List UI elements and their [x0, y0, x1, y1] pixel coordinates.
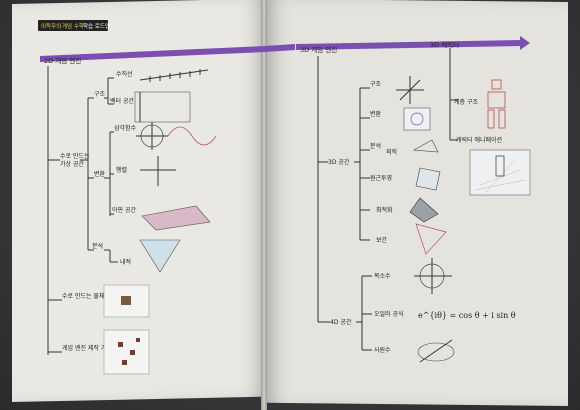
character-animation-illustration: [469, 149, 531, 196]
dot-product-illustration: [139, 239, 181, 273]
left-branch-structure: 구조: [94, 91, 106, 98]
left-group-main-1: 수로 만드는: [60, 152, 90, 160]
numberline-illustration: [139, 69, 209, 81]
interpolation-illustration: [415, 223, 447, 255]
left-node-engine: 게임 엔진 제작 기초: [62, 344, 112, 352]
right-branch-transform: 변환: [370, 110, 382, 118]
left-leaf-vectorspace: 벡터 공간: [110, 97, 134, 105]
header-badge-suffix: 학습 로드맵: [83, 22, 110, 30]
left-root-label: 2D 게임 엔진: [44, 56, 81, 65]
left-leaf-numberline: 수직선: [116, 70, 133, 78]
right-leaf-euler: 오일러 공식: [374, 310, 404, 318]
vectorspace-illustration: [134, 91, 191, 123]
right-leaf-clip: 보간: [376, 236, 388, 244]
left-branch-analysis: 분석: [92, 242, 103, 250]
right-leaf-opt: 최적화: [376, 206, 393, 214]
euler-formula: e^{iθ} = cos θ + i sin θ: [418, 311, 516, 320]
engine-grid-illustration: [103, 329, 150, 375]
header-badge-prefix: 이득우의: [41, 22, 61, 30]
right-char-skeleton: 계층 구조: [454, 98, 478, 106]
right-leaf-quat: 사원수: [374, 346, 391, 354]
affine-plane-illustration: [141, 205, 211, 231]
projection-illustration: [415, 167, 441, 191]
left-leaf-affine: 아핀 공간: [112, 206, 136, 214]
quaternion-illustration: [417, 342, 455, 362]
left-leaf-matrix: 행렬: [116, 166, 127, 174]
roadmap-arrow-right: [296, 40, 520, 50]
right-branch-analysis: 분석: [370, 142, 381, 150]
right-root-char-label: 3D 캐릭터: [430, 40, 459, 49]
roadmap-arrow-head: [520, 36, 530, 50]
left-leaf-trig: 삼각함수: [114, 124, 137, 132]
roadmap-arrow-left: [40, 44, 295, 62]
cross-product-illustration: [412, 139, 439, 153]
object-sprite-icon: [121, 296, 131, 305]
left-branch-transform: 변환: [94, 170, 106, 178]
right-root-label: 3D 게임 엔진: [300, 45, 337, 54]
right-char-anim: 캐릭터 애니메이션: [456, 136, 502, 144]
left-leaf-dot: 내적: [120, 258, 131, 266]
right-branch-structure: 구조: [370, 81, 382, 88]
optimization-illustration: [409, 197, 439, 223]
header-badge-highlight: 게임 수학: [62, 22, 84, 30]
right-group-3d: 3D 공간: [328, 158, 350, 166]
book-spine: [261, 0, 267, 410]
sine-wave-illustration: [167, 126, 217, 146]
skeleton-illustration: [487, 79, 506, 129]
left-group-main-2: 가상 공간: [60, 160, 84, 168]
right-leaf-complex: 복소수: [374, 273, 391, 280]
right-leaf-proj: 원근투영: [370, 174, 392, 182]
right-leaf-cross: 외적: [386, 149, 397, 156]
left-node-object: 수로 만드는 물체: [62, 292, 104, 300]
header-badge: [38, 20, 108, 31]
transform-illustration: [403, 107, 431, 131]
right-group-4d: 4D 공간: [330, 318, 352, 326]
